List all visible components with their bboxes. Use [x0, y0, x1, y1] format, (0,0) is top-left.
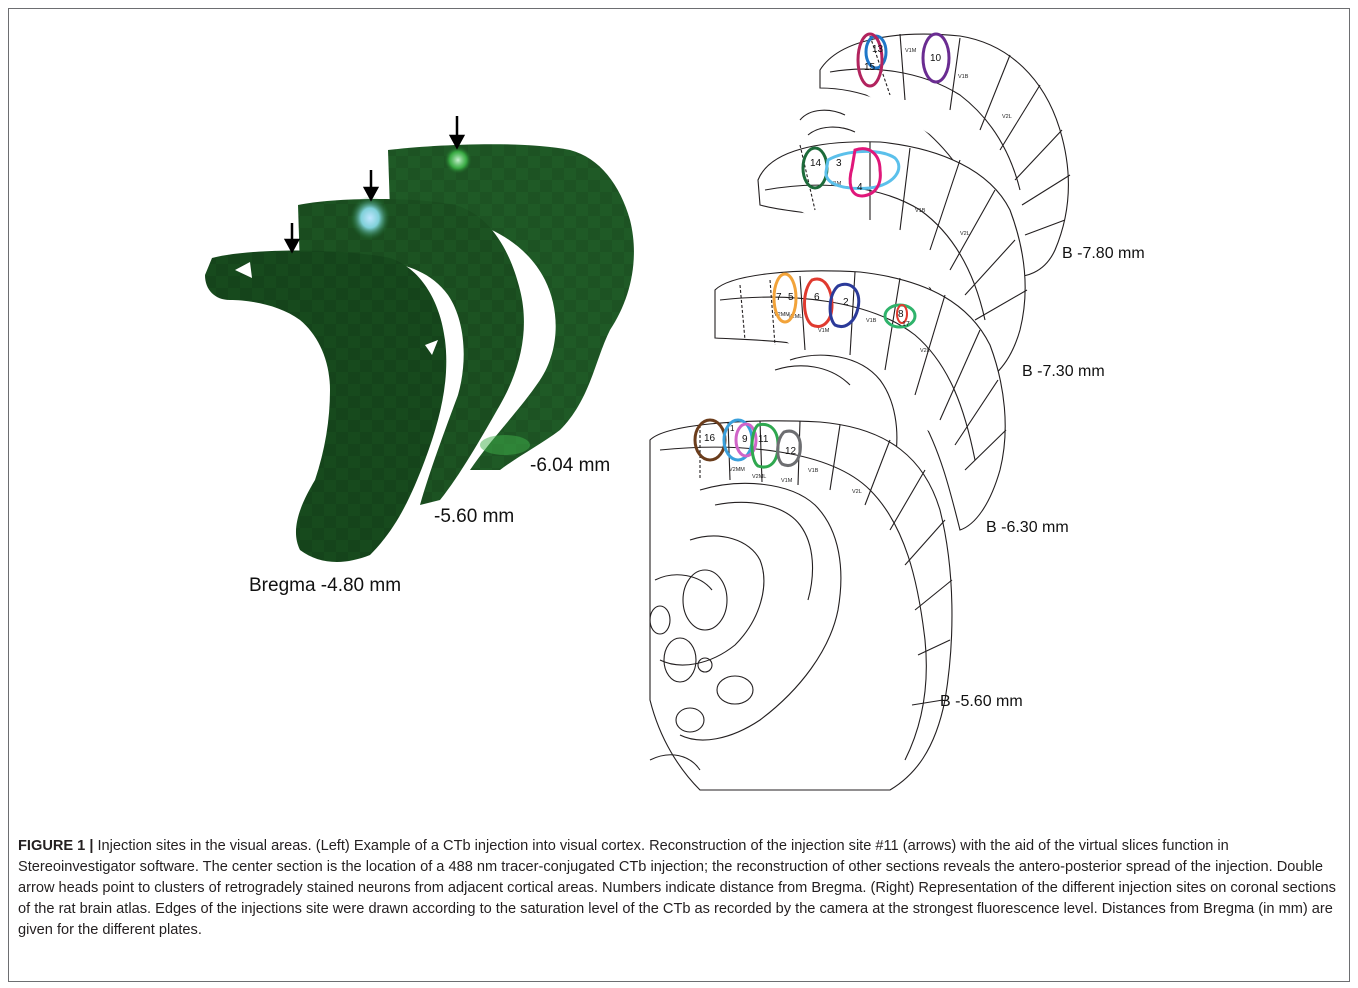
region-730-v2l: V2L: [960, 231, 970, 237]
inj-num-14: 14: [810, 158, 822, 169]
inj-num-16: 16: [704, 433, 716, 444]
inj-num-9: 9: [742, 434, 748, 445]
region-560-v1m: V1M: [781, 478, 793, 484]
plate-label-780: B -7.80 mm: [1062, 245, 1145, 263]
inj-num-4: 4: [857, 182, 863, 193]
region-560-v2ml: V2ML: [752, 474, 766, 480]
region-630-v2l: V2L: [920, 348, 930, 354]
inj-num-8: 8: [898, 309, 904, 320]
region-730-v1b: V1B: [915, 208, 926, 214]
inj-num-15: 15: [864, 62, 876, 73]
region-630-v1m: V1M: [818, 328, 830, 334]
figure-caption: FIGURE 1 | Injection sites in the visual…: [18, 836, 1336, 941]
figure-number: FIGURE 1 |: [18, 838, 93, 854]
region-780-v1b: V1B: [958, 74, 969, 80]
region-560-v2mm: V2MM: [729, 467, 745, 473]
region-560-v2l: V2L: [852, 489, 862, 495]
inj-num-3: 3: [836, 158, 842, 169]
inj-num-17: 17: [902, 321, 910, 328]
inj-num-10: 10: [930, 53, 942, 64]
plate-label-560: B -5.60 mm: [940, 693, 1023, 711]
inj-num-12: 12: [785, 446, 797, 457]
inj-num-2: 2: [843, 297, 849, 308]
inj-num-1: 1: [730, 424, 735, 433]
region-630-v1b: V1B: [866, 318, 877, 324]
region-560-v1b: V1B: [808, 468, 819, 474]
inj-num-6: 6: [814, 292, 820, 303]
region-780-v1m: V1M: [905, 48, 917, 54]
inj-num-5: 5: [788, 292, 794, 303]
inj-num-11: 11: [758, 434, 769, 445]
atlas-plate-560: [650, 421, 952, 790]
plate-label-630: B -6.30 mm: [986, 519, 1069, 537]
inj-num-13: 13: [872, 44, 884, 55]
inj-num-7: 7: [776, 292, 782, 303]
caption-text: Injection sites in the visual areas. (Le…: [18, 838, 1336, 938]
plate-label-730: B -7.30 mm: [1022, 363, 1105, 381]
region-780-v2l: V2L: [1002, 114, 1012, 120]
